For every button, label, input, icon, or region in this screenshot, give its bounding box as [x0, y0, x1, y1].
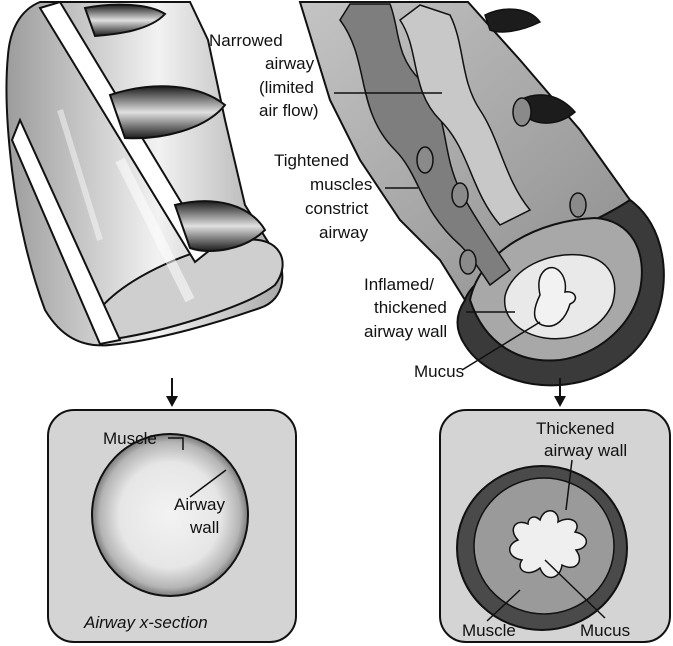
label-muscle-normal: Muscle: [103, 429, 157, 448]
label-narrowed-line1: Narrowed: [209, 31, 283, 50]
label-airway-wall-line2: wall: [189, 518, 219, 537]
normal-airway-illustration: [6, 2, 282, 345]
label-narrowed-line4: air flow): [259, 101, 319, 120]
label-inflamed-line1: Inflamed/: [364, 275, 434, 294]
label-tightened-line1: Tightened: [274, 151, 349, 170]
normal-cross-section-panel: Muscle Airway wall Airway x-section: [48, 410, 296, 642]
asthma-cross-section-panel: Thickened airway wall Muscle Mucus: [440, 410, 670, 642]
label-thickened-line2: airway wall: [544, 441, 627, 460]
label-airway-wall-line1: Airway: [174, 495, 226, 514]
label-inflamed-line3: airway wall: [364, 322, 447, 341]
down-arrow-left: [166, 378, 178, 407]
label-tightened-line3: constrict: [305, 199, 369, 218]
label-tightened-line4: airway: [319, 223, 369, 242]
label-mucus-asthma: Mucus: [580, 621, 630, 640]
label-narrowed-line3: (limited: [259, 78, 314, 97]
label-inflamed-line2: thickened: [374, 298, 447, 317]
label-tightened-line2: muscles: [310, 175, 372, 194]
label-muscle-asthma: Muscle: [462, 621, 516, 640]
label-narrowed-line2: airway: [265, 54, 315, 73]
label-thickened-line1: Thickened: [536, 419, 614, 438]
normal-airway-xsection: [92, 434, 248, 596]
caption-airway-xsection: Airway x-section: [83, 613, 208, 632]
label-mucus-top: Mucus: [414, 362, 464, 381]
